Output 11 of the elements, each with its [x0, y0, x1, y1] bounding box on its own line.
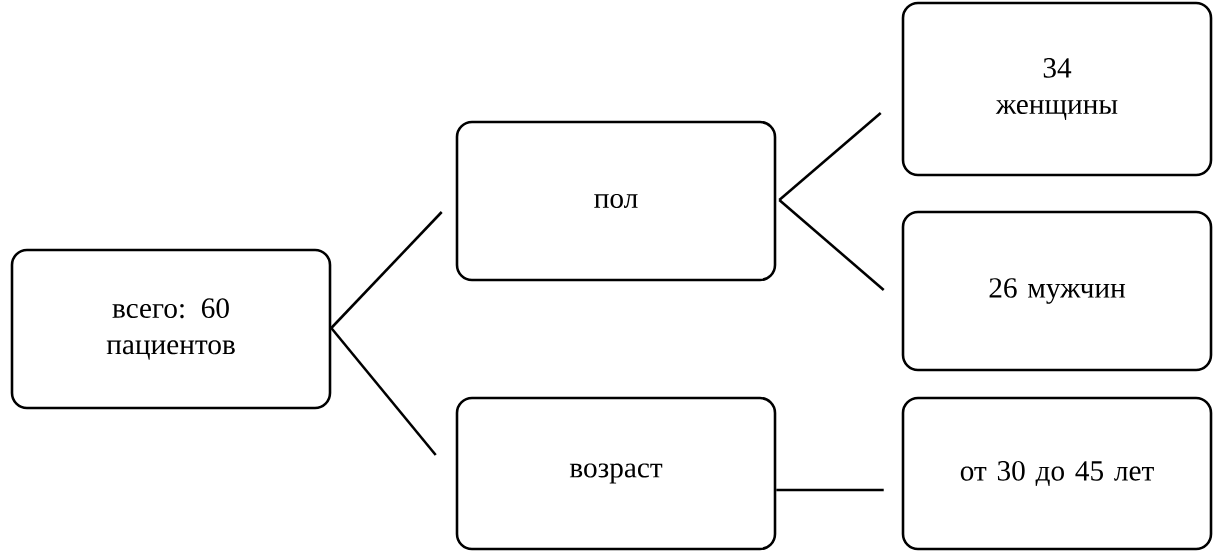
connector-line — [778, 199, 885, 291]
connector-line — [330, 211, 443, 329]
text-box: от 30 до 45 лет — [901, 396, 1213, 551]
connector-line — [776, 488, 884, 492]
text-box: возраст — [455, 396, 777, 551]
text-box: пол — [455, 120, 777, 282]
text-box: всего: 60 пациентов — [10, 248, 332, 410]
connector-line — [778, 112, 882, 201]
connector-line — [330, 327, 437, 456]
text-box: 34 женщины — [901, 1, 1213, 177]
text-box: 26 мужчин — [901, 210, 1213, 372]
